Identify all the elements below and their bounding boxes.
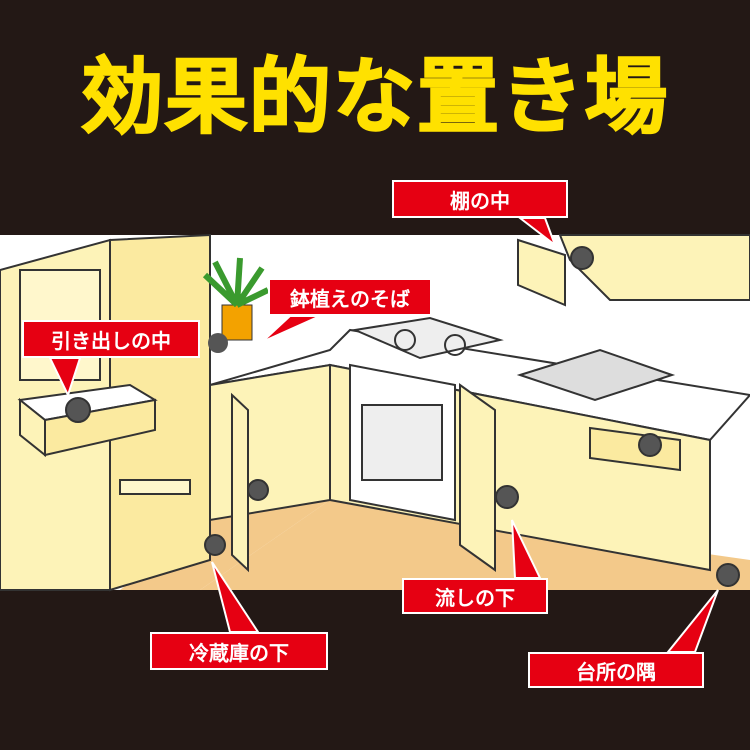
- open-drawer-left: [17, 383, 158, 458]
- label-drawer: 引き出しの中: [22, 320, 200, 358]
- page-title: 効果的な置き場: [80, 49, 669, 146]
- label-fridge: 冷蔵庫の下: [150, 632, 328, 670]
- wall-cabinet: [517, 234, 750, 307]
- kitchen-counter: [209, 316, 750, 572]
- cabinet-doors: [204, 383, 740, 587]
- potted-plant: [202, 257, 270, 353]
- label-sink: 流しの下: [402, 578, 548, 614]
- label-pointers: [48, 217, 719, 653]
- label-corner: 台所の隅: [528, 652, 704, 688]
- label-shelf: 棚の中: [392, 180, 568, 218]
- label-plant: 鉢植えのそば: [268, 278, 432, 316]
